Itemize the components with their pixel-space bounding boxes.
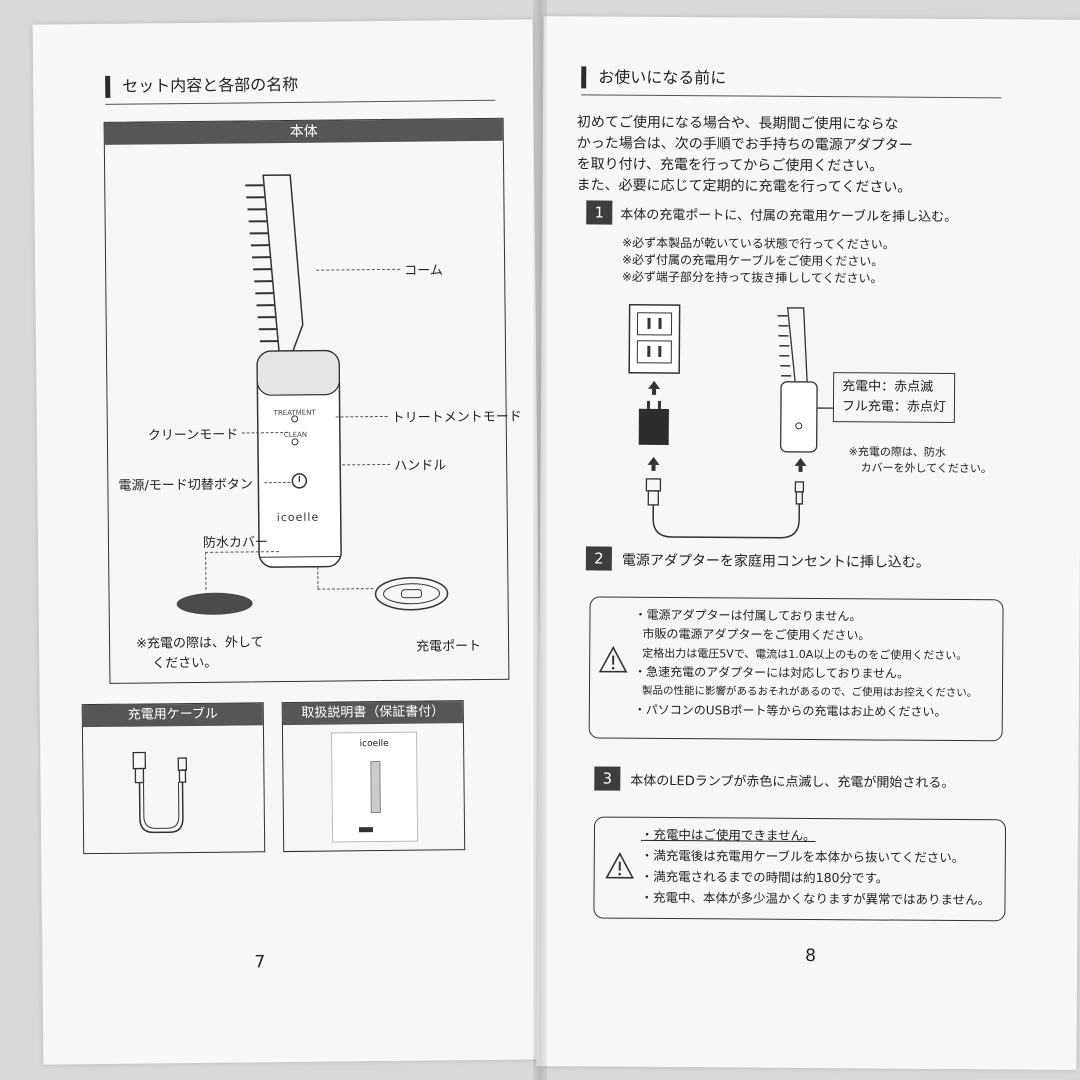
main-unit-header: 本体 (104, 118, 503, 145)
charging-diagram (628, 303, 833, 539)
intro-paragraph: 初めてご使用になる場合や、長期間ご使用にならな かった場合は、次の手順でお手持ち… (576, 112, 913, 198)
status-box: 充電中：赤点滅 フル充電：赤点灯 (832, 372, 956, 424)
warning-line: ・満充電後は充電用ケーブルを本体から抜いてください。 (640, 847, 965, 866)
page-number: 8 (805, 945, 817, 967)
status-line: 充電中：赤点滅 (842, 379, 934, 395)
label-comb: コーム (404, 263, 443, 279)
step-number: 3 (594, 766, 621, 791)
step-number: 1 (586, 200, 613, 225)
manual-mark (358, 827, 374, 833)
cover-note-line: カバーを外してください。 (860, 461, 992, 476)
left-page: セット内容と各部の名称 本体 (32, 19, 544, 1065)
step1-notes: ※必ず本製品が乾いている状態で行ってください。 ※必ず付属の充電用ケーブルをご使… (622, 235, 895, 288)
cover-note-line: ※充電の際は、外して (135, 635, 264, 652)
warning-line: 市販の電源アダプターをご使用ください。 (642, 626, 871, 643)
warning-line: 定格出力は電圧5Vで、電流は1.0A以上のものをご使用ください。 (642, 646, 968, 663)
warning-box-2: ・充電中はご使用できません。 ・満充電後は充電用ケーブルを本体から抜いてください… (593, 816, 1007, 922)
cover-note-line: ください。 (152, 655, 218, 672)
step-text: 本体の充電ポートに、付属の充電用ケーブルを挿し込む。 (620, 207, 958, 226)
cover-note: ※充電の際は、防水 カバーを外してください。 (848, 444, 992, 477)
warning-box-1: ・電源アダプターは付属しておりません。 市販の電源アダプターをご使用ください。 … (588, 596, 1004, 742)
manual-box-header: 取扱説明書（保証書付） (282, 701, 463, 726)
warning-line: ・急速充電のアダプターには対応しておりません。 (634, 664, 910, 681)
step-number: 2 (585, 546, 612, 571)
warning-line: 製品の性能に影響があるおそれがあるので、ご使用はお控えください。 (641, 684, 978, 700)
intro-line: 初めてご使用になる場合や、長期間ご使用にならな (576, 114, 899, 133)
step-text: 電源アダプターを家庭用コンセントに挿し込む。 (621, 552, 930, 571)
right-page: お使いになる前に 初めてご使用になる場合や、長期間ご使用にならな かった場合は、… (536, 16, 1080, 1070)
manual-device-image (370, 761, 381, 814)
step-text: 本体のLEDランプが赤色に点滅し、充電が開始される。 (630, 773, 955, 792)
label-charge-port: 充電ポート (416, 638, 482, 655)
page-number: 7 (254, 952, 266, 973)
warning-line: ・満充電されるまでの時間は約180分です。 (640, 868, 889, 886)
manual-brand: icoelle (359, 738, 389, 750)
intro-line: を取り付け、充電を行ってからご使用ください。 (576, 156, 884, 175)
cable-box: 充電用ケーブル (81, 702, 266, 855)
warning-line: ・充電中、本体が多少温かくなりますが異常ではありません。 (640, 889, 991, 908)
section-underline (581, 94, 1002, 99)
cover-note: ※充電の際は、外して ください。 (136, 633, 264, 674)
label-clean-mode: クリーンモード (147, 427, 239, 444)
intro-line: かった場合は、次の手順でお手持ちの電源アダプター (576, 135, 913, 154)
main-unit-box: 本体 (103, 117, 522, 684)
book-gutter (533, 0, 547, 1080)
device-illustration (176, 174, 449, 615)
note-line: ※必ず本製品が乾いている状態で行ってください。 (622, 235, 895, 252)
label-waterproof-cover: 防水カバー (202, 535, 269, 551)
manual-box: 取扱説明書（保証書付） icoelle (281, 700, 466, 853)
section-underline (105, 99, 496, 105)
cable-illustration (132, 751, 188, 834)
label-handle: ハンドル (394, 458, 447, 474)
manual-cover: icoelle (330, 731, 419, 843)
status-line: フル充電：赤点灯 (841, 399, 947, 415)
warning-icon (605, 852, 634, 879)
intro-line: また、必要に応じて定期的に充電を行ってください。 (576, 177, 912, 196)
label-power-button: 電源/モード切替ボタン (118, 477, 253, 494)
warning-2-lines: ・充電中はご使用できません。 ・満充電後は充電用ケーブルを本体から抜いてください… (640, 824, 990, 910)
warning-line: ・電源アダプターは付属しておりません。 (634, 607, 862, 624)
note-line: ※必ず端子部分を持って抜き挿ししてください。 (621, 269, 883, 286)
label-treatment-mode: トリートメントモード (391, 409, 522, 426)
device-brand-text: icoelle (276, 510, 320, 525)
cable-box-header: 充電用ケーブル (82, 703, 263, 728)
device-treatment-text: TREATMENT (273, 408, 316, 418)
warning-line: ・パソコンのUSBポート等からの充電はお止めください。 (633, 702, 947, 719)
section-title: お使いになる前に (581, 66, 727, 90)
cover-note-line: ※充電の際は、防水 (848, 445, 946, 459)
note-line: ※必ず付属の充電用ケーブルをご使用ください。 (621, 252, 884, 269)
warning-icon (598, 645, 628, 673)
warning-line: ・充電中はご使用できません。 (640, 826, 816, 844)
leader-port-v (317, 566, 319, 589)
section-title: セット内容と各部の名称 (105, 73, 299, 98)
warning-1-lines: ・電源アダプターは付属しておりません。 市販の電源アダプターをご使用ください。 … (634, 606, 978, 722)
